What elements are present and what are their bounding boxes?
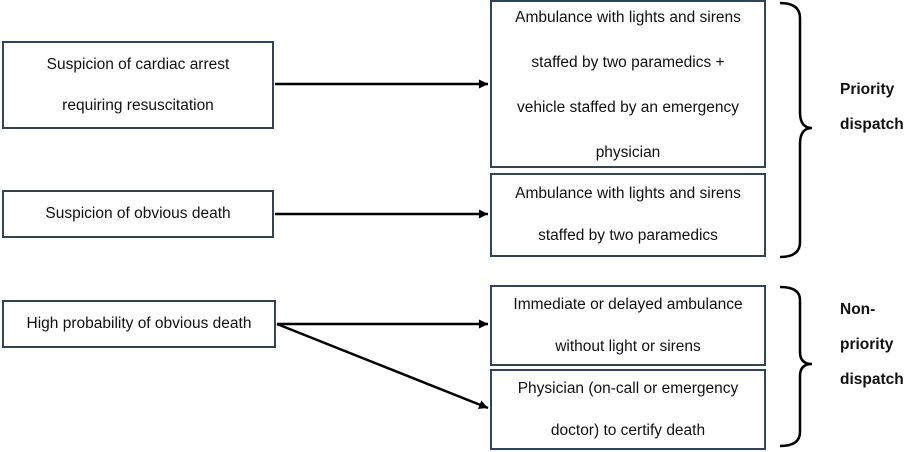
group-label-line: Priority	[840, 81, 895, 98]
group-label-line: priority	[840, 336, 894, 353]
outcome-box-priority-ambulance: Ambulance with lights and sirens staffed…	[490, 173, 766, 257]
outcome-box-non-priority-ambulance: Immediate or delayed ambulance without l…	[490, 285, 766, 366]
input-box-probable-death: High probability of obvious death	[2, 300, 276, 348]
group-label-line: Non-	[840, 301, 876, 318]
arrow-probable-to-physician	[276, 322, 489, 410]
group-label-priority-dispatch: Priority dispatch	[840, 72, 904, 142]
input-text-line: Suspicion of cardiac arrest	[46, 56, 230, 73]
outcome-text-line: staffed by two paramedics	[538, 227, 718, 244]
brace-priority	[779, 1, 813, 259]
input-text-line: requiring resuscitation	[62, 97, 214, 114]
outcome-box-physician-certify: Physician (on-call or emergency doctor) …	[490, 369, 766, 450]
outcome-text-line: physician	[595, 144, 661, 161]
outcome-text-line: vehicle staffed by an emergency	[516, 99, 739, 116]
outcome-text-line: Ambulance with lights and sirens	[515, 185, 741, 202]
input-text-line: High probability of obvious death	[26, 315, 252, 332]
group-label-line: dispatch	[840, 116, 904, 133]
outcome-text-line: doctor) to certify death	[550, 421, 706, 439]
brace-non-priority	[779, 285, 813, 448]
outcome-text-line: Immediate or delayed ambulance	[513, 295, 743, 313]
group-label-line: dispatch	[840, 371, 904, 388]
input-box-obvious-death: Suspicion of obvious death	[2, 190, 274, 238]
input-text-line: Suspicion of obvious death	[45, 205, 231, 222]
outcome-text-line: staffed by two paramedics +	[531, 54, 725, 71]
group-label-non-priority-dispatch: Non- priority dispatch	[840, 292, 904, 397]
outcome-box-priority-ambulance-physician: Ambulance with lights and sirens staffed…	[490, 0, 766, 168]
outcome-text-line: without light or sirens	[555, 337, 701, 355]
outcome-text-line: Physician (on-call or emergency	[517, 379, 739, 397]
outcome-text-line: Ambulance with lights and sirens	[515, 9, 741, 26]
input-box-cardiac-arrest: Suspicion of cardiac arrest requiring re…	[2, 41, 274, 129]
